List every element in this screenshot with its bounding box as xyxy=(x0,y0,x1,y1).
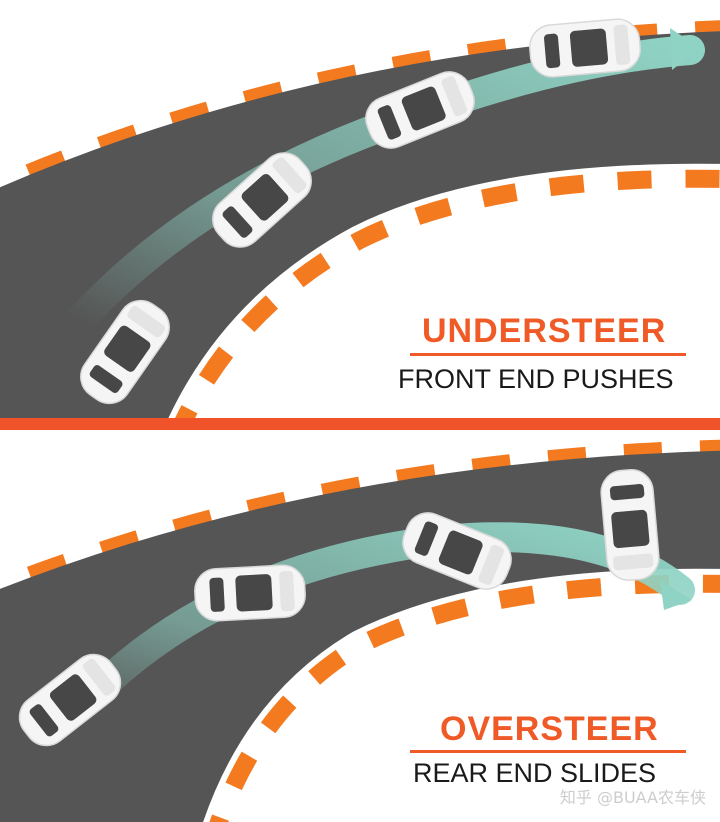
oversteer-title-rule xyxy=(410,750,686,753)
car-4 xyxy=(527,16,643,80)
oversteer-illustration xyxy=(0,433,720,822)
panel-divider xyxy=(0,418,720,430)
oversteer-title: OVERSTEER xyxy=(440,710,659,748)
oversteer-subtitle: REAR END SLIDES xyxy=(413,758,657,788)
car-4 xyxy=(598,467,662,583)
car-2 xyxy=(192,563,308,623)
understeer-illustration xyxy=(0,16,720,418)
watermark: 知乎 @BUAA农车侠 xyxy=(559,788,706,807)
understeer-panel: UNDERSTEER FRONT END PUSHES xyxy=(0,16,720,418)
understeer-title: UNDERSTEER xyxy=(422,312,667,350)
path-arrow-icon xyxy=(660,580,692,610)
oversteer-panel: OVERSTEER REAR END SLIDES 知乎 @BUAA农车侠 xyxy=(0,430,720,822)
path-arrow-icon xyxy=(670,28,700,70)
understeer-title-rule xyxy=(410,353,686,356)
understeer-subtitle: FRONT END PUSHES xyxy=(398,364,674,394)
